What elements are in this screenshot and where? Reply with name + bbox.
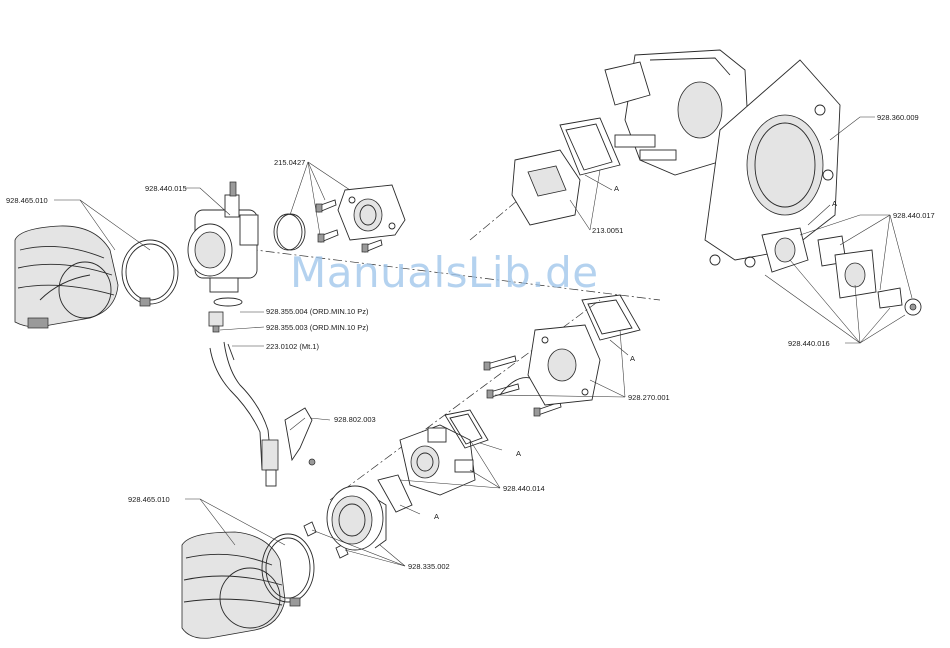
label-manifold-kit: 215.0427 <box>274 158 305 167</box>
label-fuel-hose: 223.0102 (Mt.1) <box>266 342 319 351</box>
label-air-filter-top: 928.465.010 <box>6 196 48 205</box>
ref-letter-a-reed-block: A <box>614 184 619 193</box>
label-pump-kit: 928.440.017 <box>893 211 935 220</box>
label-reed-block: 213.0051 <box>592 226 623 235</box>
label-carburetor: 928.440.015 <box>145 184 187 193</box>
intake-flange <box>338 185 405 240</box>
label-throttle-body: 928.440.014 <box>503 484 545 493</box>
ref-letter-a-reed-housing: A <box>630 354 635 363</box>
o-ring-and-nozzle <box>209 298 242 332</box>
manualslib-watermark: ManualsLib.de <box>290 248 599 297</box>
ref-letter-a-cover: A <box>832 199 837 208</box>
label-o-ring: 928.355.004 (ORD.MIN.10 Pz) <box>266 307 369 316</box>
air-filter-top <box>15 226 118 328</box>
hose-bracket <box>285 408 315 465</box>
ref-letter-a-lower: A <box>434 512 439 521</box>
label-lower-manifold: 928.335.002 <box>408 562 450 571</box>
manifold-sleeve <box>274 214 305 250</box>
label-crankcase-cover: 928.360.009 <box>877 113 919 122</box>
reed-housing <box>500 325 600 405</box>
label-pump-parts: 928.440.016 <box>788 339 830 348</box>
lower-manifold-sleeve <box>327 486 386 550</box>
label-reed-housing: 928.270.001 <box>628 393 670 402</box>
label-nozzle: 928.355.003 (ORD.MIN.10 Pz) <box>266 323 369 332</box>
carburetor <box>188 182 258 292</box>
throttle-body <box>400 425 475 495</box>
reed-block <box>512 150 580 225</box>
fuel-hose <box>210 342 278 486</box>
reed-gasket <box>582 295 640 340</box>
label-air-filter-bottom: 928.465.010 <box>128 495 170 504</box>
label-hose-bracket: 928.802.003 <box>334 415 376 424</box>
ref-letter-a-throttle: A <box>516 449 521 458</box>
